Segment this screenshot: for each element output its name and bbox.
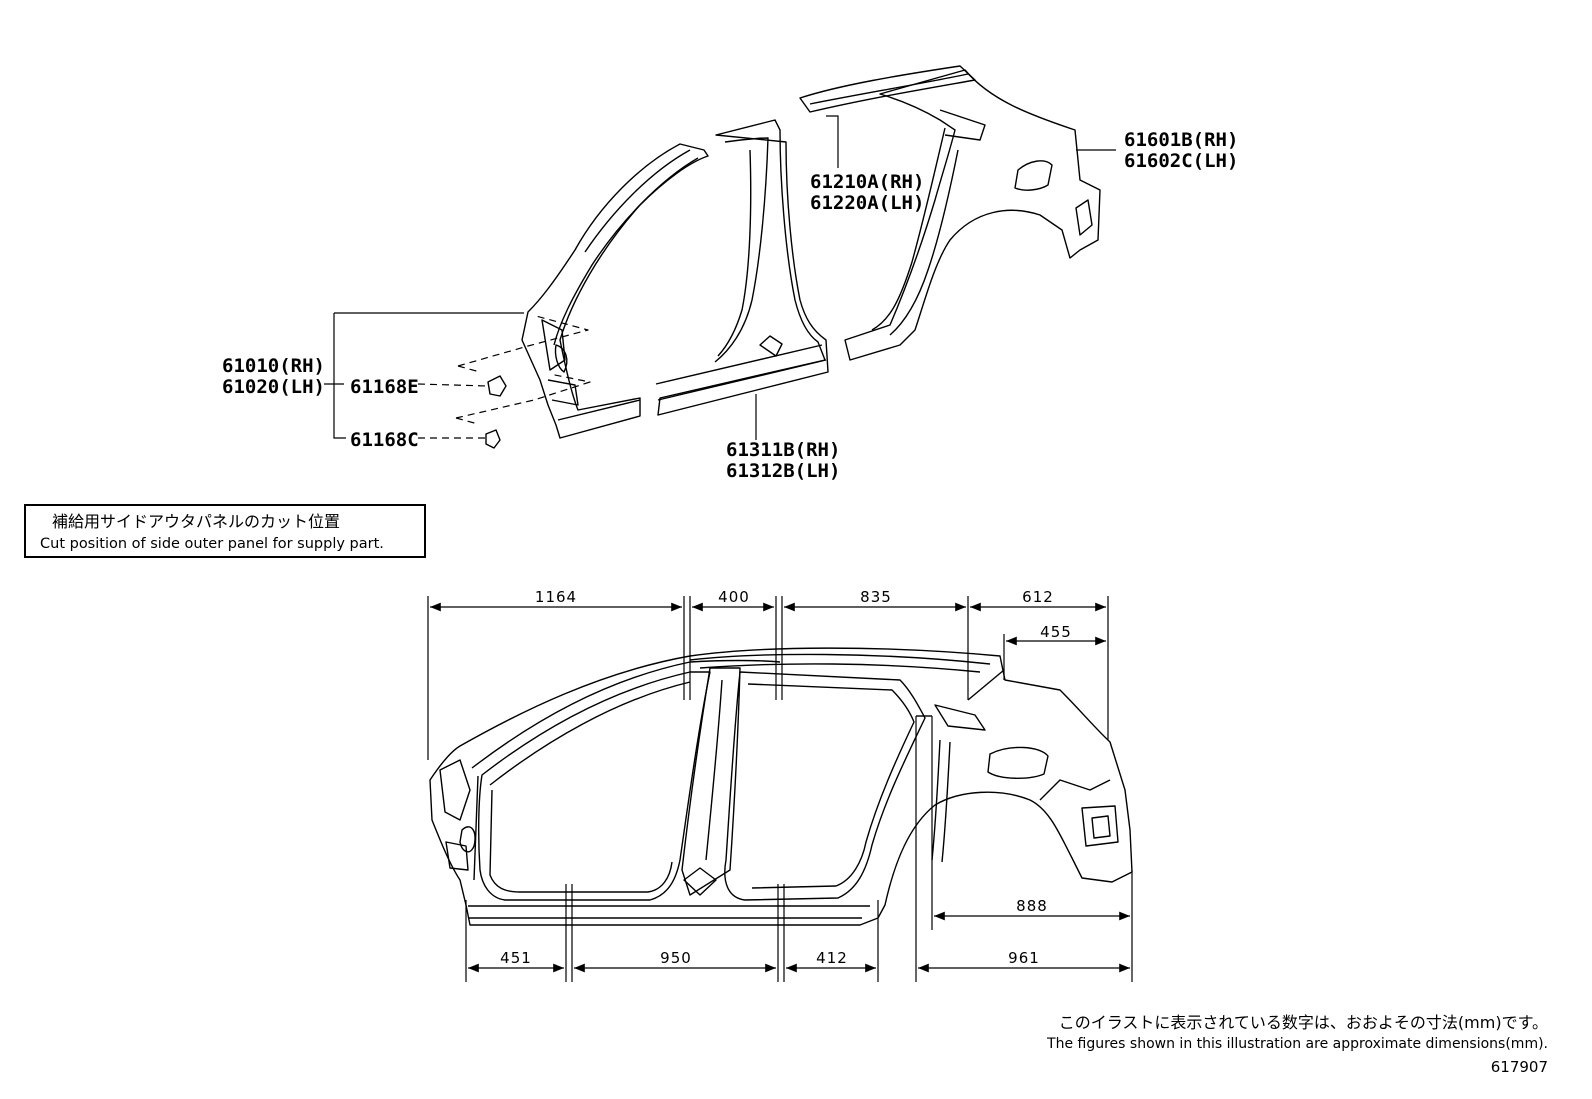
label-61312b: 61312B(LH) [726,460,840,482]
label-61168c: 61168C [350,429,419,451]
dim-961: 961 [1008,949,1040,967]
roof-side-rail-part [799,65,976,113]
cap-c-part [485,429,501,449]
label-61010: 61010(RH) [222,355,325,377]
dim-888: 888 [1016,897,1048,915]
label-61220a: 61220A(LH) [810,192,924,214]
dimension-values: 1164 400 835 612 455 451 950 412 961 888 [500,588,1072,967]
part-labels: 61601B(RH) 61602C(LH) 61210A(RH) 61220A(… [222,129,1238,482]
dim-412: 412 [816,949,848,967]
footer-english: The figures shown in this illustration a… [1047,1036,1548,1052]
label-61311b: 61311B(RH) [726,439,840,461]
dim-451: 451 [500,949,532,967]
dimension-lines [427,596,1133,982]
label-61210a: 61210A(RH) [810,171,924,193]
assembled-side-panel [429,647,1133,926]
footer-japanese: このイラストに表示されている数字は、おおよその寸法(mm)です。 [1058,1013,1548,1032]
leader-lines [324,115,1116,440]
footer: このイラストに表示されている数字は、おおよその寸法(mm)です。 The fig… [1047,1012,1548,1080]
front-pillar-part [521,143,709,439]
dim-400: 400 [718,588,750,606]
note-english: Cut position of side outer panel for sup… [40,536,384,552]
note-japanese: 補給用サイドアウタパネルのカット位置 [52,512,341,531]
label-61020: 61020(LH) [222,376,325,398]
side-panel-diagram: 61601B(RH) 61602C(LH) 61210A(RH) 61220A(… [222,65,1238,982]
illustration-id: 617907 [1490,1058,1548,1076]
cut-position-note: 補給用サイドアウタパネルのカット位置 Cut position of side … [24,504,426,558]
cap-e-part [487,375,507,397]
dim-1164: 1164 [535,588,577,606]
center-pillar-part [655,119,829,416]
dim-950: 950 [660,949,692,967]
dim-455: 455 [1040,623,1072,641]
exploded-view [417,65,1101,449]
label-61601b: 61601B(RH) [1124,129,1238,151]
label-61168e: 61168E [350,376,419,398]
cut-guides [417,315,591,439]
dim-835: 835 [860,588,892,606]
label-61602c: 61602C(LH) [1124,150,1238,172]
dim-612: 612 [1022,588,1054,606]
quarter-panel-part [844,69,1101,361]
